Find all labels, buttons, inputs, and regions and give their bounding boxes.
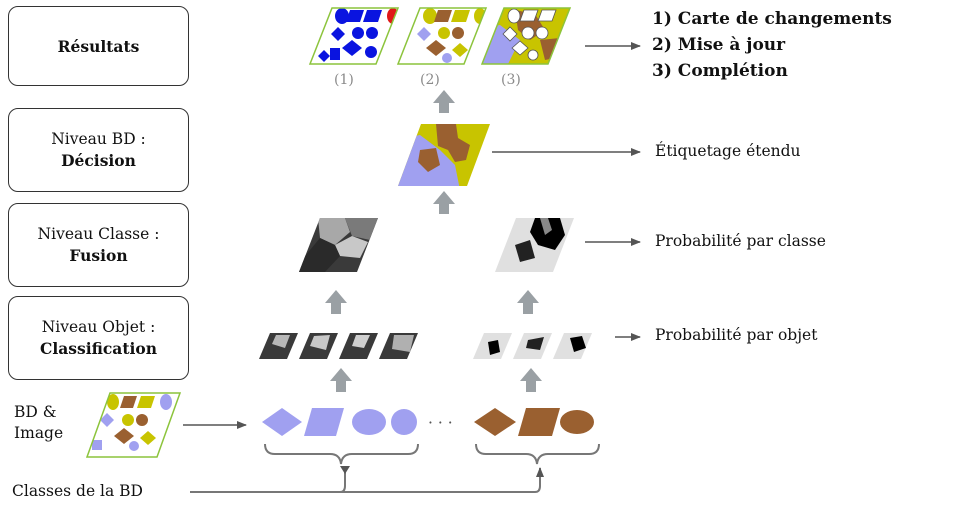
result-item-completion: 3) Complétion [652, 61, 788, 81]
diamond-shape [262, 408, 302, 436]
result-map-1 [310, 8, 398, 64]
circle-shape [391, 409, 417, 435]
object-prob-tiles-right [473, 333, 592, 359]
input-label-line1: BD & [14, 403, 57, 421]
diamond-shape [474, 408, 516, 436]
parallelogram-shape [304, 408, 344, 436]
result-list: 1) Carte de changements 2) Mise à jour 3… [652, 6, 892, 84]
result-map-3 [482, 8, 570, 64]
bd-level-title: Niveau BD : [51, 130, 146, 148]
class-level-subtitle: Fusion [69, 246, 128, 265]
result-number-3: (3) [501, 72, 521, 88]
result-map-2-border [396, 7, 488, 65]
up-arrow-icon [433, 191, 455, 214]
class-output-label: Probabilité par classe [655, 232, 826, 250]
input-map [87, 393, 180, 457]
up-arrow-icon [517, 290, 539, 314]
brace-left [264, 443, 419, 465]
bd-level-subtitle: Décision [61, 151, 136, 170]
results-level-label: Résultats [57, 36, 140, 56]
result-number-1: (1) [334, 72, 354, 88]
db-classes-label: Classes de la BD [12, 482, 143, 500]
class-prob-map-left [299, 218, 378, 272]
ellipse-shape [352, 409, 386, 435]
up-arrow-icon [325, 290, 347, 314]
input-label-line2: Image [14, 424, 64, 442]
results-level-box: Résultats [8, 6, 189, 86]
class-level-box: Niveau Classe : Fusion [8, 203, 189, 287]
result-map-3-border [480, 7, 572, 65]
brace-right [475, 443, 600, 465]
up-arrow-icon [520, 368, 542, 392]
class-prob-map-right [495, 218, 574, 272]
up-arrows [325, 90, 542, 392]
result-item-change-map: 1) Carte de changements [652, 9, 892, 29]
object-level-subtitle: Classification [39, 339, 157, 358]
up-arrow-icon [433, 90, 455, 113]
ellipsis: · · · [428, 414, 453, 432]
result-number-2: (2) [420, 72, 440, 88]
arrow-head [340, 466, 350, 474]
result-map-1-border [308, 7, 400, 65]
object-level-title: Niveau Objet : [41, 318, 156, 336]
bd-output-label: Étiquetage étendu [655, 142, 801, 160]
decision-map [398, 124, 490, 186]
result-item-update: 2) Mise à jour [652, 35, 786, 55]
bd-level-box: Niveau BD : Décision [8, 108, 189, 192]
db-class-shapes-right [474, 408, 594, 436]
db-class-shapes-left [262, 408, 417, 436]
object-output-label: Probabilité par objet [655, 326, 818, 344]
input-label: BD & Image [14, 402, 63, 444]
up-arrow-icon [330, 368, 352, 392]
ellipse-shape [560, 410, 594, 434]
db-classes-connector [190, 467, 544, 493]
object-level-box: Niveau Objet : Classification [8, 296, 189, 380]
parallelogram-shape [518, 408, 560, 436]
class-level-title: Niveau Classe : [37, 225, 160, 243]
input-map-border [85, 392, 182, 458]
object-prob-tiles-left [259, 333, 418, 359]
